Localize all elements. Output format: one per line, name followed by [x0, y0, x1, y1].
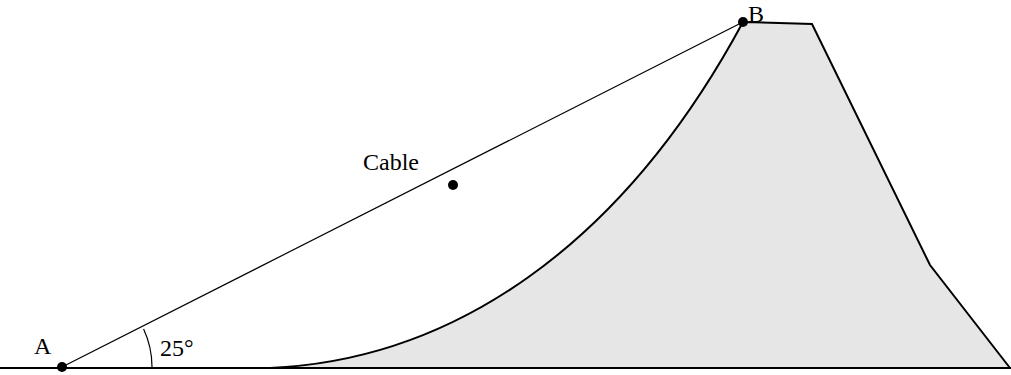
cable-label: Cable: [363, 150, 419, 174]
cable-point: [448, 180, 458, 190]
angle-arc: [144, 329, 152, 367]
point-a: [57, 362, 67, 372]
point-b: [738, 17, 748, 27]
point-label: B: [748, 2, 764, 26]
cable-line: [62, 22, 743, 367]
point-label: A: [34, 334, 51, 358]
angle-label: 25°: [160, 336, 194, 360]
ground-line: [0, 367, 1011, 369]
